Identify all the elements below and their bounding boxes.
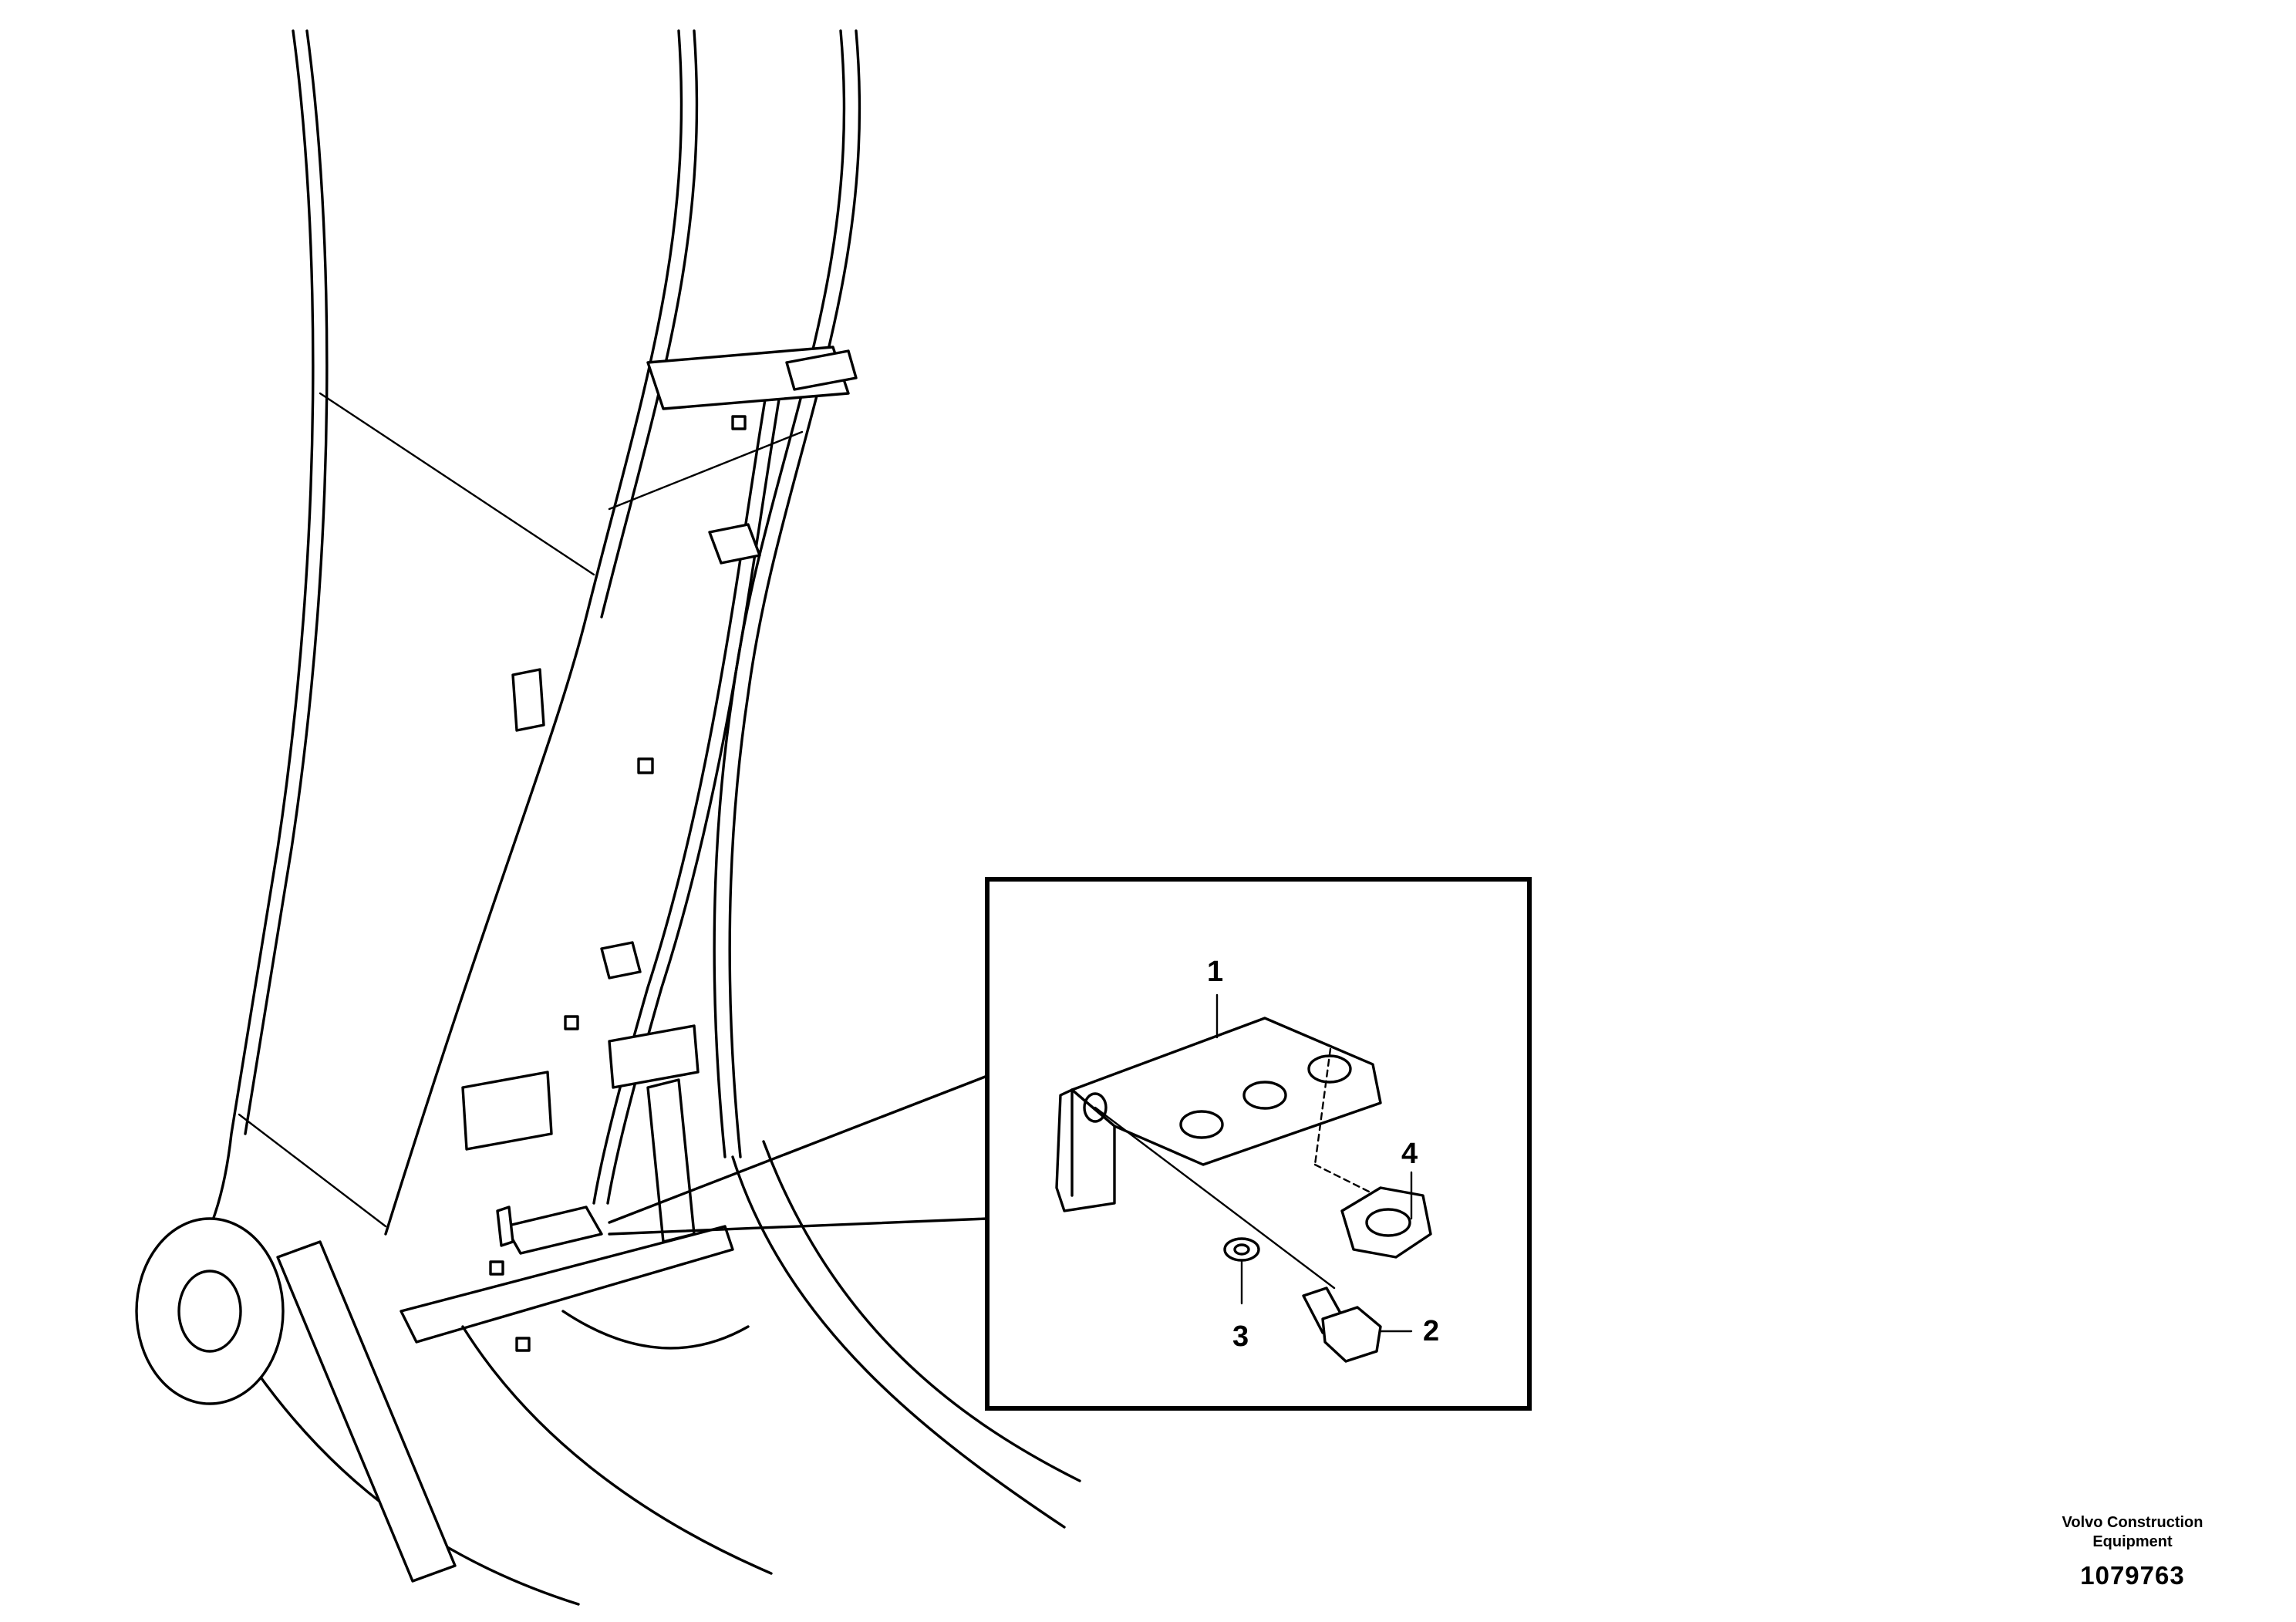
detail-parts [1055, 993, 1432, 1363]
washer-part-3 [1223, 1237, 1260, 1262]
illustration-number: 1079763 [2080, 1561, 2185, 1590]
credit-line-1: Volvo Construction [2062, 1514, 2203, 1531]
callout-2: 2 [1423, 1315, 1439, 1347]
credit-line-2: Equipment [2092, 1533, 2173, 1550]
nut-part-4 [1340, 1186, 1432, 1259]
bracket-location [504, 1206, 603, 1255]
publisher-credit: Volvo Construction Equipment 1079763 [2032, 1513, 2233, 1590]
boom-assembly [135, 29, 1081, 1606]
callout-3: 3 [1232, 1320, 1249, 1353]
callout-4: 4 [1401, 1138, 1418, 1170]
callout-1: 1 [1207, 956, 1223, 988]
